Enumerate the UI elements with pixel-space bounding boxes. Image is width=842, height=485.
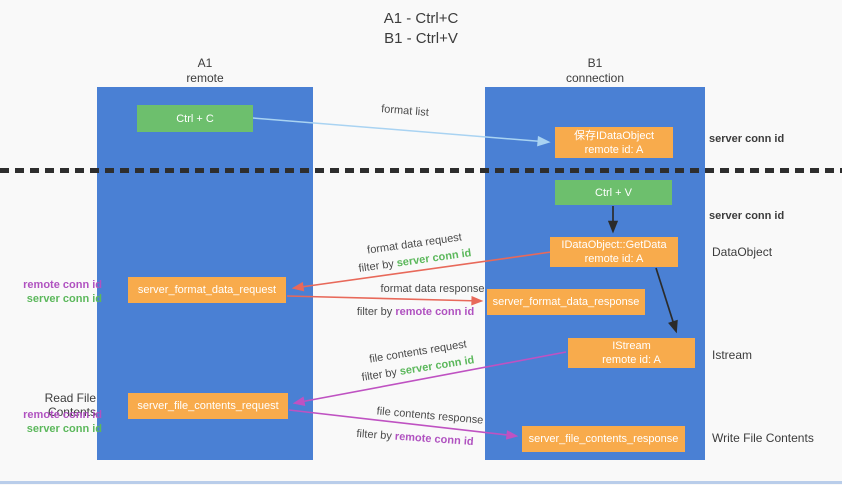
column-header-a1: A1 remote (97, 56, 313, 86)
server-conn-id-annotation: server conn id (26, 293, 102, 305)
format-list-label: format list (380, 103, 430, 119)
istream-annotation: Istream (712, 348, 753, 362)
column-b1-name: B1 (587, 56, 603, 70)
column-header-b1: B1 connection (485, 56, 705, 86)
column-a1-subtitle: remote (186, 71, 224, 85)
filter-by-text: filter by (357, 257, 398, 275)
format-data-response-arrow (286, 295, 484, 306)
save-dataobject-line2: remote id: A (584, 143, 644, 156)
dashed-divider (0, 168, 842, 173)
format-data-response-label: format data response (380, 283, 485, 295)
getdata-box: IDataObject::GetData remote id: A (550, 237, 678, 267)
remote-conn-id-annotation: remote conn id (23, 279, 102, 291)
server-file-contents-request-label: server_file_contents_request (137, 400, 279, 412)
filter-by-text: filter by (356, 427, 396, 443)
ctrl-c-box: Ctrl + C (137, 105, 253, 132)
server-format-data-request-box: server_format_data_request (128, 277, 286, 303)
server-conn-id-annotation-top: server conn id (709, 133, 785, 145)
server-conn-id-annotation-mid: server conn id (709, 210, 785, 222)
remote-conn-id-text: remote conn id (395, 306, 475, 318)
server-format-data-request-label: server_format_data_request (137, 284, 277, 296)
remote-conn-id-text: remote conn id (394, 430, 474, 449)
ctrl-v-label: Ctrl + V (595, 186, 632, 199)
dataobject-annotation: DataObject (712, 245, 773, 259)
file-request-conn-ids: remote conn id server conn id (14, 408, 102, 436)
istream-line2: remote id: A (602, 354, 661, 366)
server-format-data-response-box: server_format_data_response (487, 289, 645, 315)
file-contents-response-filter-label: filter by remote conn id (335, 426, 495, 449)
write-file-contents-annotation: Write File Contents (712, 431, 814, 445)
title-line-1: A1 - Ctrl+C (383, 10, 459, 27)
title-line-2: B1 - Ctrl+V (384, 30, 458, 47)
column-b1-subtitle: connection (565, 71, 625, 85)
istream-box: IStream remote id: A (568, 338, 695, 368)
server-file-contents-request-box: server_file_contents_request (128, 393, 288, 419)
server-file-contents-response-label: server_file_contents_response (528, 433, 679, 445)
format-request-conn-ids: remote conn id server conn id (14, 278, 102, 306)
getdata-line1: IDataObject::GetData (561, 239, 667, 251)
ctrl-v-box: Ctrl + V (555, 180, 672, 205)
save-dataobject-line1: 保存IDataObject (573, 129, 655, 142)
filter-by-text: filter by (360, 365, 401, 384)
file-contents-response-label: file contents response (376, 405, 484, 427)
diagram-title: A1 - Ctrl+C B1 - Ctrl+V (0, 9, 842, 49)
server-conn-id-annotation: server conn id (26, 423, 102, 435)
filter-by-text: filter by (356, 306, 396, 318)
format-data-response-filter-label: filter by remote conn id (338, 306, 493, 318)
bottom-window-edge (0, 481, 842, 484)
read-file-contents-annotation: Read File Contents (44, 391, 96, 419)
server-file-contents-response-box: server_file_contents_response (522, 426, 685, 452)
getdata-line2: remote id: A (584, 253, 644, 265)
column-a1-name: A1 (197, 56, 213, 70)
server-format-data-response-label: server_format_data_response (492, 296, 640, 308)
ctrl-c-label: Ctrl + C (176, 112, 214, 125)
remote-conn-id-annotation: remote conn id (23, 409, 102, 421)
istream-line1: IStream (612, 340, 651, 352)
save-dataobject-box: 保存IDataObject remote id: A (555, 127, 673, 158)
